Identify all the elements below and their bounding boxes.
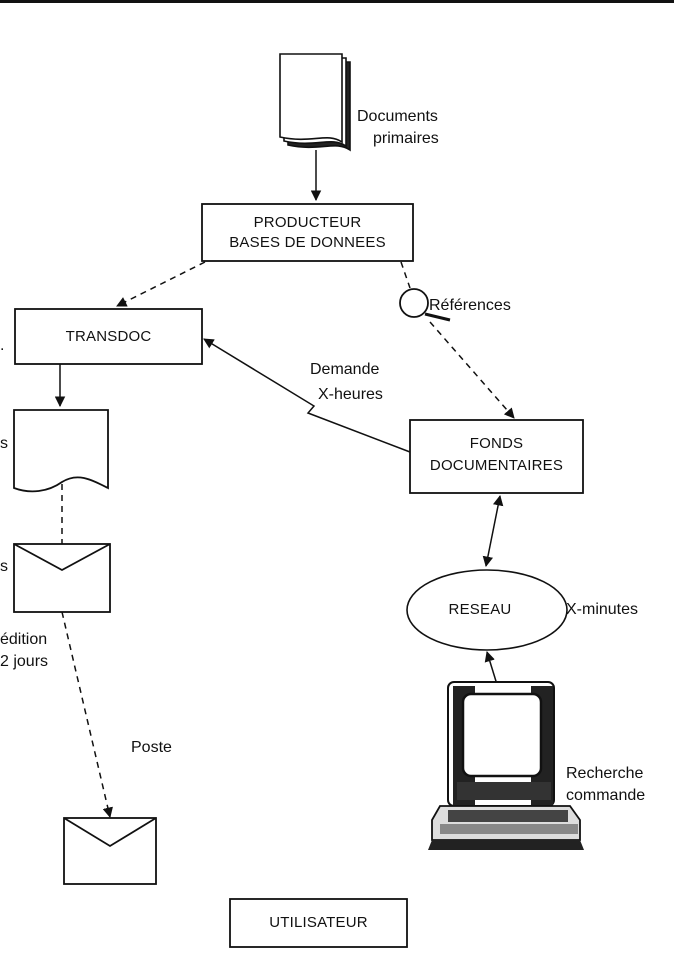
x-minutes-label: X-minutes xyxy=(566,601,639,618)
poste-label: Poste xyxy=(131,739,172,756)
references-label: Références xyxy=(429,297,511,314)
envelope-partial-label: s xyxy=(0,558,8,575)
utilisateur-box xyxy=(229,898,408,948)
edge-producteur-references xyxy=(400,261,411,289)
edge-producteur-transdoc xyxy=(116,261,206,307)
demande-label: Demande xyxy=(310,361,380,378)
edge-references-fonds xyxy=(429,321,515,419)
partial-dot: . xyxy=(0,337,5,354)
expedition-partial-label: édition xyxy=(0,631,48,648)
fonds-line1: FONDS xyxy=(469,435,524,452)
references-reel-icon xyxy=(399,288,429,318)
documents-primaires-line1: Documents xyxy=(357,108,438,125)
reseau-ellipse xyxy=(406,569,568,651)
reseau-label: RESEAU xyxy=(448,601,512,618)
utilisateur-label: UTILISATEUR xyxy=(269,914,368,931)
edge-demande xyxy=(203,338,411,453)
top-border xyxy=(0,0,674,3)
edge-fonds-reseau xyxy=(482,494,504,568)
computer-terminal-icon xyxy=(428,681,584,850)
edge-envelope-poste xyxy=(61,611,113,819)
x-heures-label: X-heures xyxy=(318,386,383,403)
envelope-icon xyxy=(13,543,111,613)
fonds-line2: DOCUMENTAIRES xyxy=(429,457,564,474)
references-reel-tail xyxy=(424,312,451,322)
producteur-line1: PRODUCTEUR xyxy=(253,214,362,231)
producteur-line2: BASES DE DONNEES xyxy=(229,234,386,251)
transdoc-box xyxy=(14,308,203,365)
fonds-box xyxy=(409,419,584,494)
transdoc-label: TRANSDOC xyxy=(65,328,152,345)
mail-envelope-icon xyxy=(63,817,157,885)
producteur-box xyxy=(201,203,414,262)
documents-stack-icon xyxy=(279,53,351,152)
listing-icon xyxy=(13,409,109,493)
delay-partial-label: 2 jours xyxy=(0,653,49,670)
recherche-line2: commande xyxy=(566,787,646,804)
documents-primaires-line2: primaires xyxy=(373,130,439,147)
recherche-line1: Recherche xyxy=(566,765,644,782)
listing-partial-label: s xyxy=(0,435,8,452)
